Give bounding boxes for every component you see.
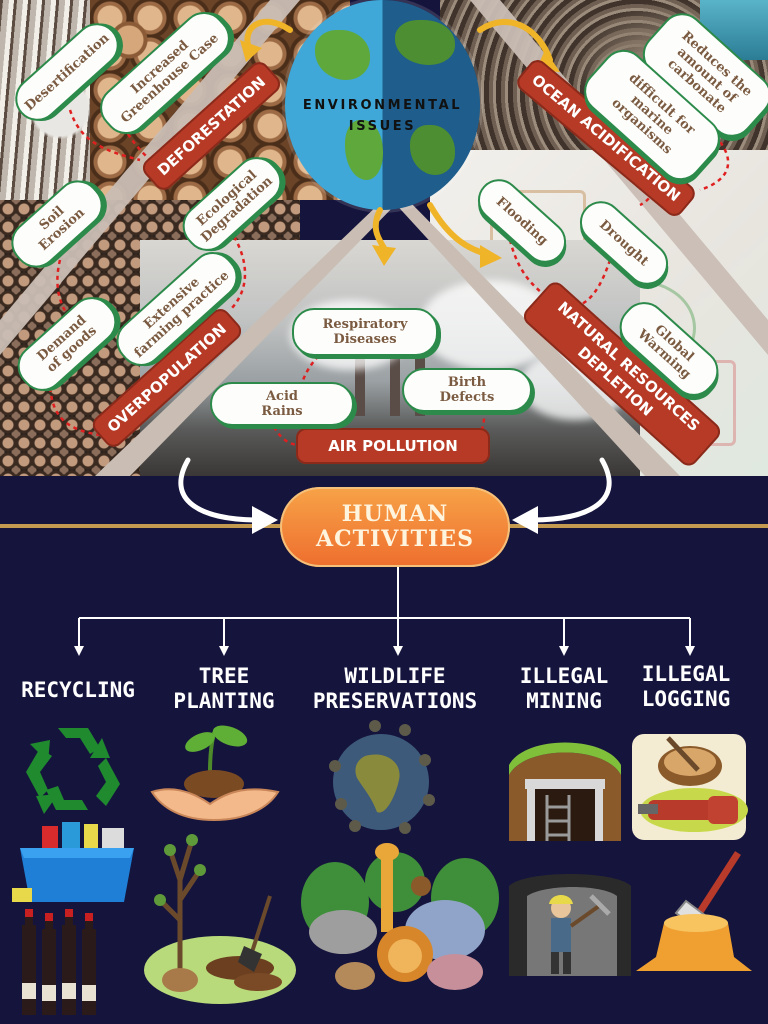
title-line: ISSUES	[348, 119, 417, 134]
title-line: ENVIRONMENTAL	[302, 98, 463, 113]
category-air-pollution: AIR POLLUTION	[296, 428, 490, 464]
recycling-icon	[26, 728, 120, 814]
activity-tree-planting: TREE PLANTING	[160, 664, 288, 714]
badge-line: HUMAN	[341, 501, 449, 527]
pill-text: Acid	[265, 389, 298, 404]
continent	[410, 125, 455, 175]
continent	[315, 30, 370, 80]
activity-recycling: RECYCLING	[21, 678, 135, 702]
pill-text: Diseases	[333, 332, 397, 347]
miner-icon	[509, 874, 631, 976]
pill-text: Defects	[439, 390, 495, 405]
activity-illegal-mining: ILLEGAL MINING	[510, 664, 618, 714]
young-tree-icon	[144, 834, 296, 1004]
smokestack	[390, 336, 400, 416]
chainsaw-icon	[632, 734, 748, 840]
activity-line: WILDLIFE	[344, 664, 446, 688]
activity-line: LOGGING	[641, 687, 731, 711]
continent	[345, 120, 383, 180]
human-activities-badge: HUMAN ACTIVITIES	[280, 487, 510, 567]
divider-line-right	[508, 524, 768, 528]
activity-line: PRESERVATIONS	[312, 689, 478, 713]
bottles-icon	[22, 909, 96, 1015]
wildlife-globe-icon	[329, 720, 435, 834]
activity-line: MINING	[526, 689, 602, 713]
badge-line: ACTIVITIES	[316, 526, 474, 552]
activity-line: ILLEGAL	[641, 662, 731, 686]
continent	[395, 20, 455, 65]
activity-line: TREE	[198, 664, 250, 688]
activity-wildlife-preservations: WILDLIFE PRESERVATIONS	[300, 664, 490, 714]
smokestack	[355, 356, 365, 416]
globe-icon: ENVIRONMENTAL ISSUES	[285, 0, 480, 210]
divider-line-left	[0, 524, 282, 528]
stump-axe-icon	[636, 851, 752, 971]
activity-line: ILLEGAL	[519, 664, 609, 688]
globe-arrows	[240, 18, 560, 268]
hands-sprout-icon	[150, 725, 280, 822]
activity-line: PLANTING	[173, 689, 275, 713]
title: ENVIRONMENTAL ISSUES	[285, 95, 480, 137]
recycle-bin-icon	[12, 822, 134, 902]
pill-text: Birth	[447, 375, 487, 390]
mine-entrance-icon	[509, 742, 621, 841]
pill-text: Respiratory	[322, 317, 408, 332]
activity-illegal-logging: ILLEGAL LOGGING	[630, 662, 742, 712]
zoo-animals-icon	[301, 843, 499, 990]
pill-text: Rains	[261, 404, 303, 419]
